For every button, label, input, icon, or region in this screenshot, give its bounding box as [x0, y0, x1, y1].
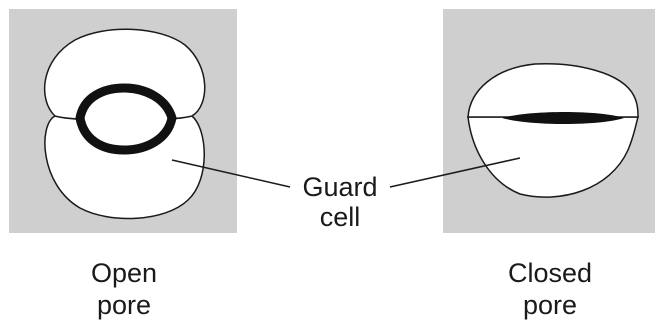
closed-pore-slit — [502, 112, 624, 124]
open-pore-figure — [9, 9, 237, 233]
open-pore-label-line1: Open — [91, 258, 157, 288]
guard-cell-label-line1: Guard — [302, 172, 377, 202]
open-pore-label-line2: pore — [97, 290, 151, 320]
open-pore-opening — [75, 83, 177, 155]
closed-pore-lower-guard-cell — [467, 116, 639, 198]
closed-pore-label-line2: pore — [523, 290, 577, 320]
guard-cell-label-line2: cell — [320, 202, 361, 232]
closed-pore-figure — [443, 9, 655, 233]
guard-cell-leader-left — [171, 159, 291, 188]
closed-pore-label-line1: Closed — [508, 258, 592, 288]
closed-pore-upper-guard-cell — [467, 63, 639, 118]
guard-cell-leader-right — [389, 157, 521, 188]
